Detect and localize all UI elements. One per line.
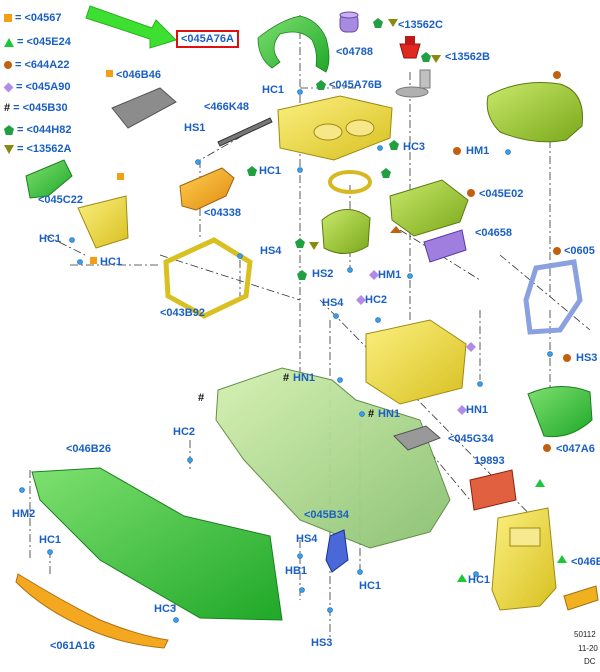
footer-line: 11-20 <box>578 644 598 653</box>
part-label[interactable]: HN1 <box>293 372 316 384</box>
part-label[interactable]: <045C22 <box>38 194 83 206</box>
part-label[interactable]: HC1 <box>359 580 382 592</box>
diamond-icon <box>3 82 14 93</box>
part-label[interactable]: HS4 <box>260 245 282 257</box>
part-label[interactable]: HC1 <box>468 574 491 586</box>
part-045a76a-shape <box>257 15 330 73</box>
hash-marker: # <box>368 408 375 420</box>
triangle-down-icon <box>4 144 14 154</box>
legend-item: = <04567 <box>4 12 62 25</box>
part-label[interactable]: HC1 <box>262 84 285 96</box>
footer-line: DC <box>584 657 596 666</box>
hash-icon: # <box>4 102 11 114</box>
part-label[interactable]: <0605 <box>564 245 595 257</box>
legend-item: = <644A22 <box>4 59 69 72</box>
legend-item: = <045E24 <box>4 36 71 49</box>
circle-icon <box>4 61 12 70</box>
pointer-arrow <box>85 5 177 49</box>
part-label[interactable]: HS3 <box>311 637 333 649</box>
part-label[interactable]: HN1 <box>378 408 401 420</box>
part-label[interactable]: HC3 <box>154 603 177 615</box>
part-label[interactable]: HC1 <box>39 534 62 546</box>
part-label[interactable]: HS3 <box>576 352 598 364</box>
part-label[interactable]: <047A6 <box>556 443 595 455</box>
part-label[interactable]: <061A16 <box>50 640 95 652</box>
square-icon <box>4 14 12 23</box>
part-label[interactable]: <13562B <box>445 51 490 63</box>
part-label[interactable]: 19893 <box>474 455 505 467</box>
part-label[interactable]: <13562C <box>398 19 443 31</box>
fastener-dots <box>19 89 553 623</box>
part-label[interactable]: HM2 <box>12 508 36 520</box>
part-label[interactable]: HS4 <box>322 297 344 309</box>
footer-line: 50112 <box>574 630 596 639</box>
part-label[interactable]: HC2 <box>365 294 388 306</box>
part-label[interactable]: <045A76B <box>329 79 382 91</box>
part-label[interactable]: HC1 <box>259 165 282 177</box>
hash-marker: # <box>283 372 290 384</box>
legend-item: = <13562A <box>4 143 71 156</box>
part-label[interactable]: <04338 <box>204 207 242 219</box>
part-label[interactable]: HC2 <box>173 426 196 438</box>
part-label[interactable]: <045G34 <box>448 433 494 445</box>
part-label[interactable]: HC1 <box>100 256 123 268</box>
part-label[interactable]: <046B46 <box>116 69 161 81</box>
part-label[interactable]: HS4 <box>296 533 318 545</box>
part-label[interactable]: <466K48 <box>204 101 249 113</box>
callout-symbols <box>90 19 571 582</box>
pentagon-icon <box>4 125 14 136</box>
legend-item: = <045A90 <box>3 81 70 94</box>
part-label[interactable]: HC1 <box>39 233 62 245</box>
highlighted-part-label[interactable]: <045A76A <box>176 30 239 48</box>
part-label[interactable]: <04658 <box>475 227 513 239</box>
triangle-up-icon <box>4 37 14 47</box>
part-label[interactable]: HB1 <box>285 565 308 577</box>
part-label[interactable]: HS1 <box>184 122 206 134</box>
part-label[interactable]: HM1 <box>378 269 402 281</box>
part-label[interactable]: HS2 <box>312 268 334 280</box>
part-label[interactable]: <045B34 <box>304 509 349 521</box>
part-label[interactable]: <045E02 <box>479 188 524 200</box>
pentagon-markers <box>247 18 431 280</box>
part-label[interactable]: <046B26 <box>66 443 111 455</box>
hash-marker: # <box>198 392 205 404</box>
part-label[interactable]: HN1 <box>466 404 489 416</box>
part-label[interactable]: <043B92 <box>160 307 205 319</box>
part-label[interactable]: HM1 <box>466 145 490 157</box>
part-label[interactable]: <04788 <box>336 46 374 58</box>
legend-item: = <044H82 <box>4 124 71 137</box>
legend-item: #= <045B30 <box>4 102 68 114</box>
part-label[interactable]: HC3 <box>403 141 426 153</box>
part-label[interactable]: <046E <box>571 556 600 568</box>
